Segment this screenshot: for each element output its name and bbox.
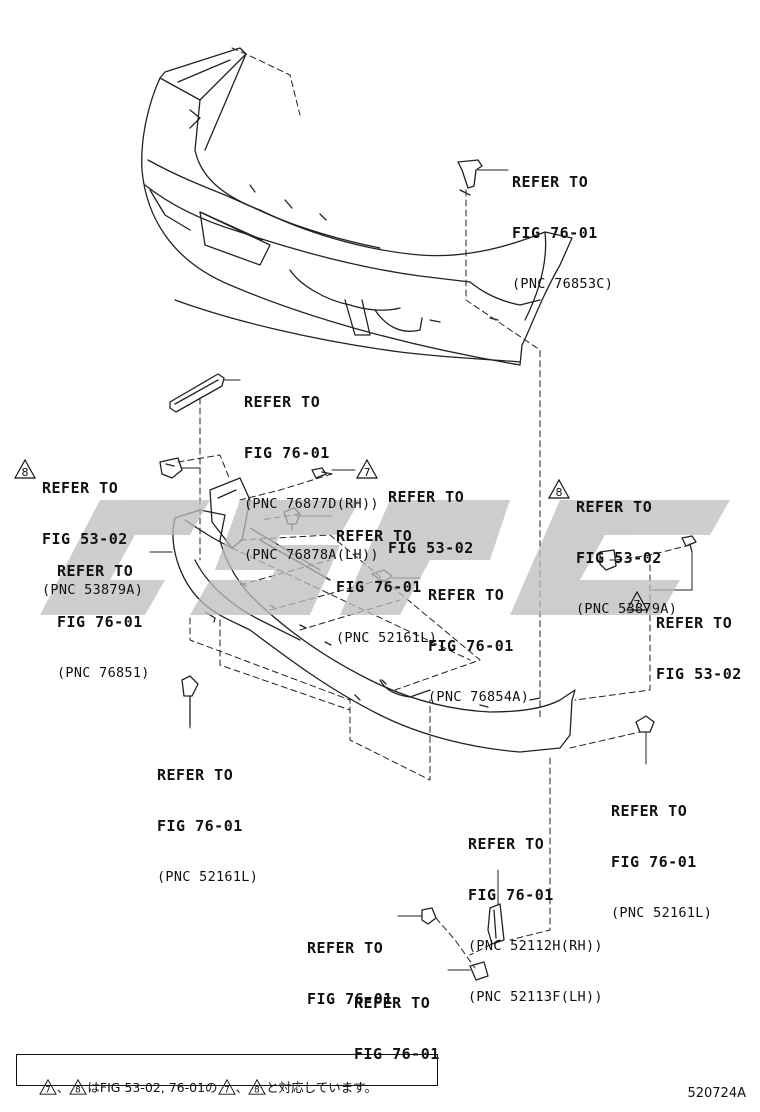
- note-mark-2: 8: [76, 1086, 82, 1095]
- warning-triangle-icon: 8: [14, 459, 36, 479]
- pnc-text: (PNC 76878A(LH)): [244, 547, 379, 563]
- fig-text: FIG 76-01: [57, 613, 143, 631]
- label-retainer-right: REFER TO FIG 53-02 (PNC 53879A): [576, 465, 677, 635]
- note-mark-1: 7: [45, 1086, 51, 1095]
- screw-right-icon: [681, 535, 697, 553]
- pnc-text: (PNC 52112H(RH)): [468, 938, 603, 954]
- pnc-text: (PNC 53879A): [42, 582, 144, 598]
- warning-triangle-icon: 7: [217, 1078, 236, 1096]
- label-nut-lower: REFER TO FIG 76-01: [354, 961, 440, 1080]
- triangle-mark: 8: [22, 466, 29, 479]
- fig-text: FIG 76-01: [512, 224, 598, 242]
- label-bracket-lower: REFER TO FIG 76-01 (PNC 52112H(RH)) (PNC…: [468, 802, 603, 1023]
- fig-text: FIG 76-01: [468, 886, 554, 904]
- note-middle: はFIG 53-02, 76-01の: [87, 1080, 218, 1095]
- refer-text: REFER TO: [42, 479, 119, 497]
- note-separator: 、: [56, 1080, 70, 1095]
- refer-text: REFER TO: [468, 835, 545, 853]
- warning-triangle-icon: 7: [39, 1078, 57, 1096]
- warning-triangle-icon: 8: [548, 479, 570, 499]
- label-spoiler: REFER TO FIG 76-01 (PNC 76851): [57, 529, 150, 699]
- pnc-text: (PNC 76851): [57, 665, 150, 681]
- bumper-bracket-icon: [457, 159, 483, 189]
- screw-icon: [311, 467, 333, 479]
- pnc-text: (PNC 76853C): [512, 276, 614, 292]
- fig-text: FIG 76-01: [611, 853, 697, 871]
- fig-text: FIG 76-01: [244, 444, 330, 462]
- nut-icon: [469, 961, 489, 981]
- lower-bracket-icon: [487, 903, 505, 945]
- label-retainer-left: REFER TO FIG 53-02 (PNC 53879A): [42, 446, 143, 616]
- pnc-text: (PNC 52161L): [336, 630, 438, 646]
- refer-text: REFER TO: [428, 586, 505, 604]
- note-end: と対応しています。: [266, 1080, 377, 1095]
- triangle-mark: 7: [634, 598, 641, 611]
- pnc-text: (PNC 52161L): [611, 905, 713, 921]
- warning-triangle-icon: 8: [69, 1078, 88, 1096]
- refer-text: REFER TO: [388, 488, 465, 506]
- label-clip-right: REFER TO FIG 76-01 (PNC 52161L): [611, 769, 712, 939]
- pnc-text: (PNC 52161L): [157, 869, 259, 885]
- label-bracket-top: REFER TO FIG 76-01 (PNC 76853C): [512, 140, 613, 310]
- fig-text: FIG 53-02: [576, 549, 662, 567]
- fig-text: FIG 76-01: [428, 637, 514, 655]
- moulding-strip: [169, 373, 225, 413]
- pnc-text: (PNC 52113F(LH)): [468, 989, 603, 1005]
- bolt-icon: [421, 907, 437, 925]
- label-screw-7: REFER TO FIG 53-02: [388, 455, 474, 574]
- note-separator-2: 、: [235, 1080, 249, 1095]
- refer-text: REFER TO: [512, 173, 589, 191]
- figure-number: 520724A: [687, 1086, 746, 1101]
- fig-text: FIG 53-02: [388, 539, 474, 557]
- triangle-mark: 7: [364, 466, 371, 479]
- refer-text: REFER TO: [656, 614, 733, 632]
- label-clip-76854: REFER TO FIG 76-01 (PNC 76854A): [428, 553, 529, 723]
- fig-text: FIG 76-01: [336, 578, 422, 596]
- clip-bottom-icon: [181, 675, 199, 727]
- refer-text: REFER TO: [354, 994, 431, 1012]
- retainer-clip-icon: [159, 457, 183, 479]
- label-clip-bottom-left: REFER TO FIG 76-01 (PNC 52161L): [157, 733, 258, 903]
- warning-triangle-icon: 8: [248, 1078, 266, 1096]
- note-mark-2b: 8: [254, 1086, 260, 1095]
- refer-text: REFER TO: [157, 766, 234, 784]
- triangle-mark: 8: [556, 486, 563, 499]
- fig-text: FIG 53-02: [656, 665, 742, 683]
- front-bumper-cover: [141, 47, 573, 366]
- refer-text: REFER TO: [576, 498, 653, 516]
- label-moulding: REFER TO FIG 76-01 (PNC 76877D(RH)) (PNC…: [244, 360, 379, 581]
- refer-text: REFER TO: [244, 393, 321, 411]
- note-box: 7 、 8 はFIG 53-02, 76-01の 7 、 8 と対応しています。: [16, 1054, 438, 1096]
- fig-text: FIG 53-02: [42, 530, 128, 548]
- fig-text: FIG 76-01: [157, 817, 243, 835]
- note-text: 7 、 8 はFIG 53-02, 76-01の 7 、 8 と対応しています。: [23, 1062, 377, 1111]
- pnc-text: (PNC 76854A): [428, 689, 530, 705]
- warning-triangle-icon: 7: [356, 459, 378, 479]
- refer-text: REFER TO: [336, 527, 413, 545]
- label-clip-mid: REFER TO FIG 76-01 (PNC 52161L): [336, 494, 437, 664]
- label-screw-right: REFER TO FIG 53-02: [656, 581, 742, 700]
- label-bolt-lower: REFER TO FIG 76-01: [307, 906, 393, 1025]
- refer-text: REFER TO: [57, 562, 134, 580]
- pnc-text: (PNC 53879A): [576, 601, 678, 617]
- clip-right-icon: [635, 715, 655, 733]
- pnc-text: (PNC 76877D(RH)): [244, 496, 379, 512]
- refer-text: REFER TO: [611, 802, 688, 820]
- note-mark-1b: 7: [224, 1086, 230, 1095]
- fig-text: FIG 76-01: [307, 990, 393, 1008]
- warning-triangle-icon: 7: [626, 591, 648, 611]
- refer-text: REFER TO: [307, 939, 384, 957]
